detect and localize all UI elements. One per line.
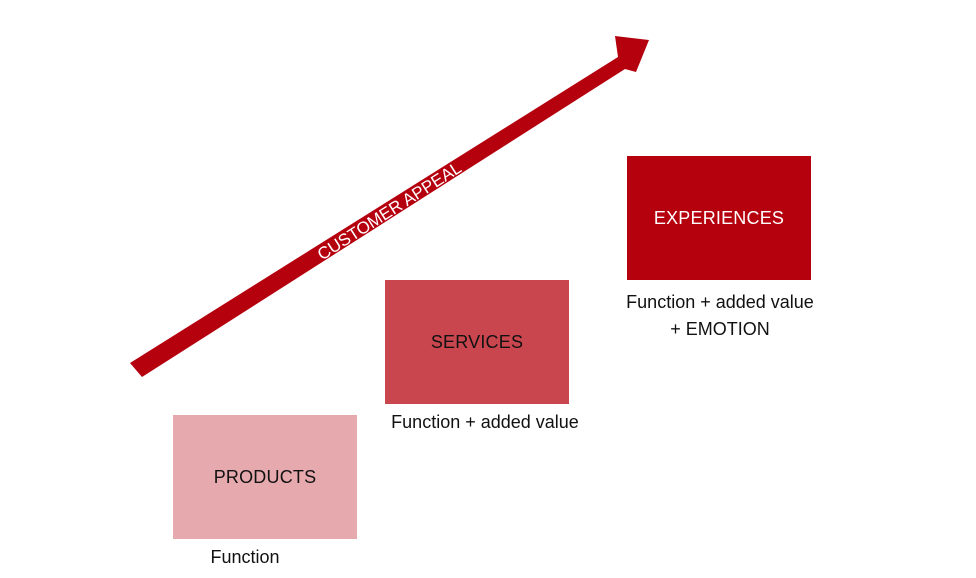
products-label: PRODUCTS xyxy=(213,466,317,487)
experiences-box: EXPERIENCES xyxy=(627,156,811,280)
products-box: PRODUCTS xyxy=(173,415,357,539)
experiences-caption: Function + added value + EMOTION xyxy=(600,289,840,343)
services-label: SERVICES xyxy=(430,331,524,352)
arrow-label: CUSTOMER APPEAL xyxy=(314,158,465,264)
services-caption: Function + added value xyxy=(365,409,605,436)
services-caption-line: Function + added value xyxy=(391,412,579,432)
arrow-body xyxy=(130,36,649,377)
products-caption: Function xyxy=(173,544,317,571)
products-caption-line: Function xyxy=(210,547,280,567)
experiences-label: EXPERIENCES xyxy=(653,207,785,228)
services-box: SERVICES xyxy=(385,280,569,404)
experiences-caption-line-1: Function + added value xyxy=(626,292,814,312)
experiences-caption-line-2: + EMOTION xyxy=(670,319,770,339)
